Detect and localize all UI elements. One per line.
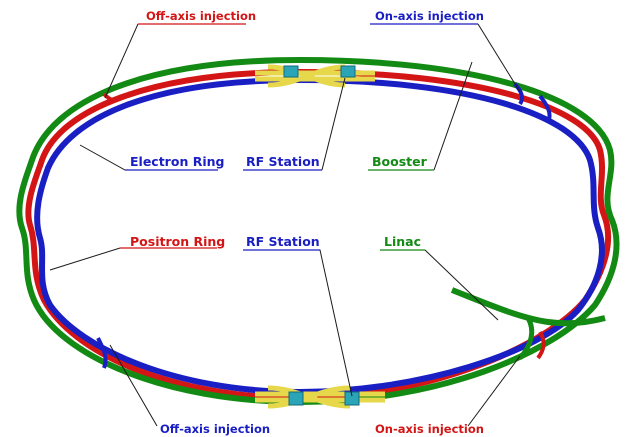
injection-kink-right (538, 94, 552, 123)
rf-station-bottom-graphic (255, 385, 385, 409)
leader-off-axis-top (104, 23, 139, 99)
leader-linac (424, 249, 499, 321)
injection-kink-top-left (102, 92, 120, 103)
leader-rf-station-bottom (290, 249, 353, 397)
injection-kink-bottom-left (96, 337, 108, 369)
leader-on-axis-bottom (467, 355, 521, 427)
leader-booster (433, 61, 473, 171)
label-rf-station-top: RF Station (246, 154, 320, 169)
label-electron-ring: Electron Ring (130, 154, 224, 169)
linac-branch (518, 316, 535, 360)
leader-on-axis-top (477, 23, 521, 93)
label-on-axis-injection-top: On-axis injection (375, 9, 484, 23)
label-on-axis-injection-bottom: On-axis injection (375, 422, 484, 436)
label-rf-station-bottom: RF Station (246, 234, 320, 249)
label-off-axis-injection-bottom: Off-axis injection (160, 422, 270, 436)
label-linac: Linac (384, 234, 421, 249)
rf-station-top-graphic (255, 64, 375, 88)
leader-positron-ring (49, 247, 217, 271)
injection-kink-bottom-right (536, 330, 546, 360)
label-booster: Booster (372, 154, 428, 169)
label-off-axis-injection-top: Off-axis injection (146, 9, 256, 23)
leader-rf-station-top (321, 77, 346, 171)
linac-line (450, 287, 606, 327)
label-positron-ring: Positron Ring (130, 234, 225, 249)
leader-off-axis-bottom (109, 344, 158, 427)
